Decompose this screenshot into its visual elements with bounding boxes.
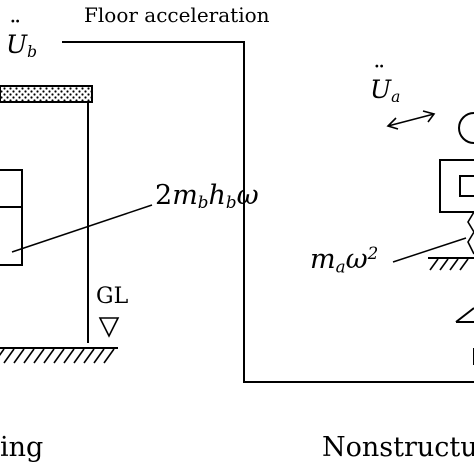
building-accel-symbol: U xyxy=(6,16,27,59)
double-arrow xyxy=(386,110,436,130)
acceleration-connector xyxy=(62,41,474,383)
building-stiffness-term: 2mbhbω xyxy=(155,180,259,212)
building-accel-subscript: b xyxy=(27,42,38,61)
building-caption: ing xyxy=(0,432,44,463)
ground-level-marker xyxy=(98,317,120,338)
nonstructural-term-mass-sub: a xyxy=(335,256,346,277)
building-term-mass: m xyxy=(172,180,198,211)
floor-acceleration-label: Floor acceleration xyxy=(84,3,270,27)
building-term-leader xyxy=(11,204,153,253)
nonstructural-stiffness-term: maω2 xyxy=(310,243,378,276)
nonstructural-base xyxy=(428,257,474,271)
nonstructural-term-exponent: 2 xyxy=(367,243,379,263)
nonstructural-accel-subscript: a xyxy=(391,87,401,106)
spring-zigzag xyxy=(467,211,474,255)
building-term-coefficient: 2 xyxy=(155,180,173,211)
nonstructural-term-omega: ω xyxy=(345,244,368,276)
roof-slab xyxy=(0,85,93,103)
ground-level-label: GL xyxy=(96,284,129,309)
nonstructural-accel-symbol: U xyxy=(370,61,391,104)
building-acceleration-label: Ub xyxy=(6,16,38,61)
mass-circle xyxy=(458,112,474,144)
ground-hatching xyxy=(0,347,118,364)
building-term-height: h xyxy=(208,180,226,211)
building-term-height-sub: b xyxy=(225,192,237,213)
nonstructural-caption: Nonstructu xyxy=(322,432,474,463)
building-term-omega: ω xyxy=(236,180,259,211)
nonstructural-acceleration-label: Ua xyxy=(370,61,401,106)
support-wedge xyxy=(455,307,474,323)
nonstructural-term-mass: m xyxy=(310,244,336,276)
spring-damper-box xyxy=(439,159,474,213)
nonstructural-term-leader xyxy=(392,237,467,263)
building-term-mass-sub: b xyxy=(197,192,209,213)
building-inner-box xyxy=(0,169,23,266)
